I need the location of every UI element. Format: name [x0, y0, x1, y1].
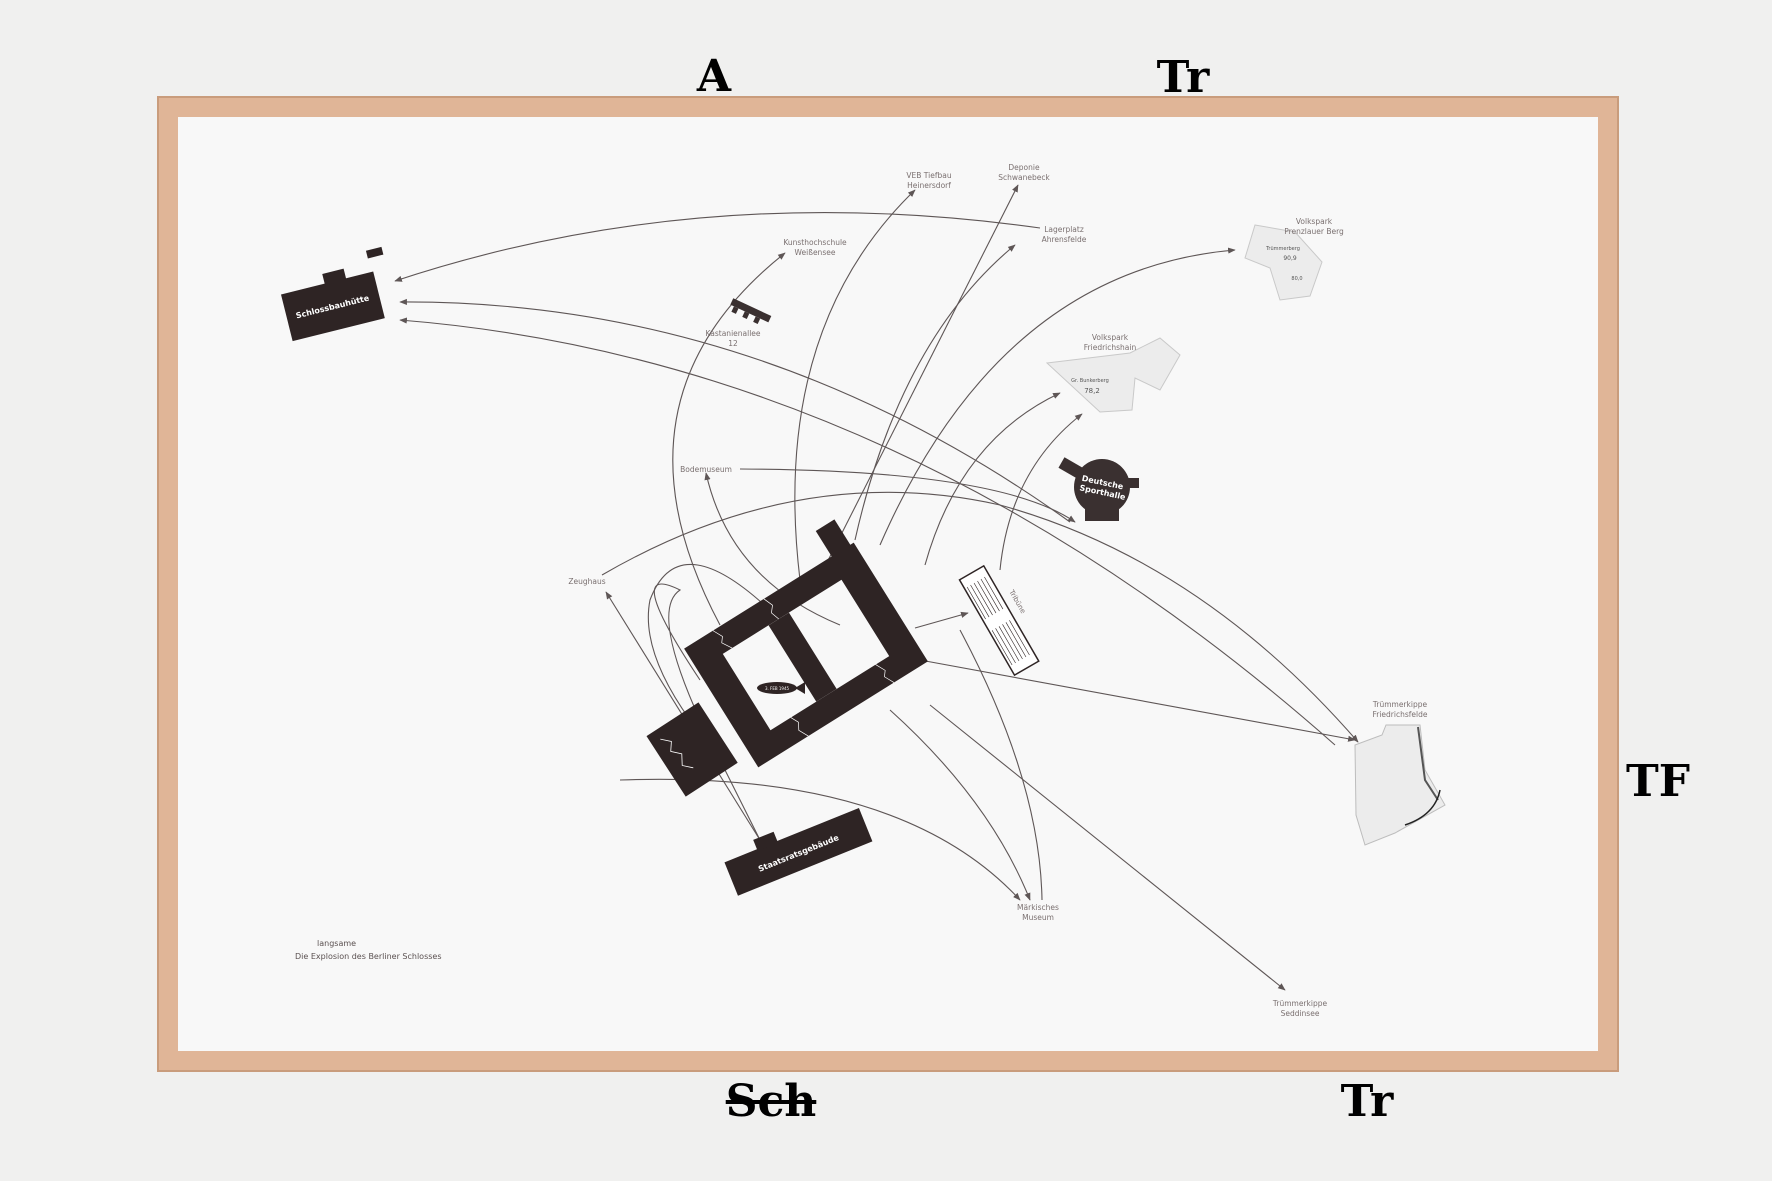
label-kastanienallee: Kastanienallee: [705, 329, 760, 338]
bomb-label: 3. FEB 1945: [765, 686, 790, 691]
map-prenzlauer-berg: Trümmerberg 90,9 80,0: [1244, 224, 1323, 301]
label-lagerplatz: Lagerplatz: [1044, 225, 1084, 234]
schloss-ground-plan: [684, 519, 928, 768]
map-height: 90,9: [1283, 255, 1297, 262]
label-deponie: Deponie: [1008, 163, 1040, 172]
label-kastanienallee-nr: 12: [728, 339, 738, 348]
overlay-letter-tr-bottom: Tr: [1340, 1076, 1394, 1127]
bomb-icon: 3. FEB 1945: [757, 682, 805, 694]
overlay-letter-a: A: [696, 51, 732, 102]
destination-labels: VEB Tiefbau Heinersdorf Deponie Schwaneb…: [568, 163, 1428, 1018]
map-height: 78,2: [1084, 387, 1100, 395]
label-ahrensfelde: Ahrensfelde: [1042, 235, 1087, 244]
label-museum: Museum: [1022, 913, 1054, 922]
monument-block: [646, 702, 738, 797]
label-bodemuseum: Bodemuseum: [680, 465, 732, 474]
label-friedrichsfelde: Friedrichsfelde: [1373, 710, 1428, 719]
label-veb-tiefbau: VEB Tiefbau: [906, 171, 951, 180]
schlossbauhuette-block: Schlossbauhütte: [281, 246, 385, 342]
label-truemmerkippe-ff: Trümmerkippe: [1372, 700, 1428, 709]
label-volkspark-fh: Volkspark: [1092, 333, 1129, 342]
map-label: Trümmerberg: [1265, 246, 1300, 252]
label-maerkisches: Märkisches: [1017, 903, 1059, 912]
deutsche-sporthalle-block: Deutsche Sporthalle: [1058, 457, 1139, 521]
label-kunsthochschule: Kunsthochschule: [783, 238, 847, 247]
label-schwanebeck: Schwanebeck: [998, 173, 1050, 182]
map-friedrichshain: Gr. Bunkerberg 78,2: [1045, 337, 1181, 413]
trajectory-lines: [394, 184, 1359, 991]
kastanienallee-block: [730, 298, 772, 325]
label-zeughaus: Zeughaus: [568, 577, 605, 586]
label-truemmerkippe-sd: Trümmerkippe: [1272, 999, 1328, 1008]
label-weissensee: Weißensee: [795, 248, 836, 257]
overlay-letter-sch: Sch: [725, 1076, 817, 1127]
label-volkspark-pb: Volkspark: [1296, 217, 1333, 226]
overlay-letter-tf: TF: [1626, 756, 1690, 807]
label-prenzlauer-berg: Prenzlauer Berg: [1284, 227, 1344, 236]
overlay-letter-tr-top: Tr: [1156, 52, 1210, 103]
title-line-2: Die Explosion des Berliner Schlosses: [295, 952, 442, 961]
label-heinersdorf: Heinersdorf: [907, 181, 951, 190]
paper: [178, 117, 1598, 1051]
map-height: 80,0: [1291, 276, 1302, 282]
title-line-1: langsame: [317, 939, 356, 948]
label-friedrichshain: Friedrichshain: [1084, 343, 1137, 352]
map-label: Gr. Bunkerberg: [1071, 378, 1109, 384]
label-seddinsee: Seddinsee: [1281, 1009, 1320, 1018]
map-friedrichsfelde: [1354, 724, 1446, 846]
